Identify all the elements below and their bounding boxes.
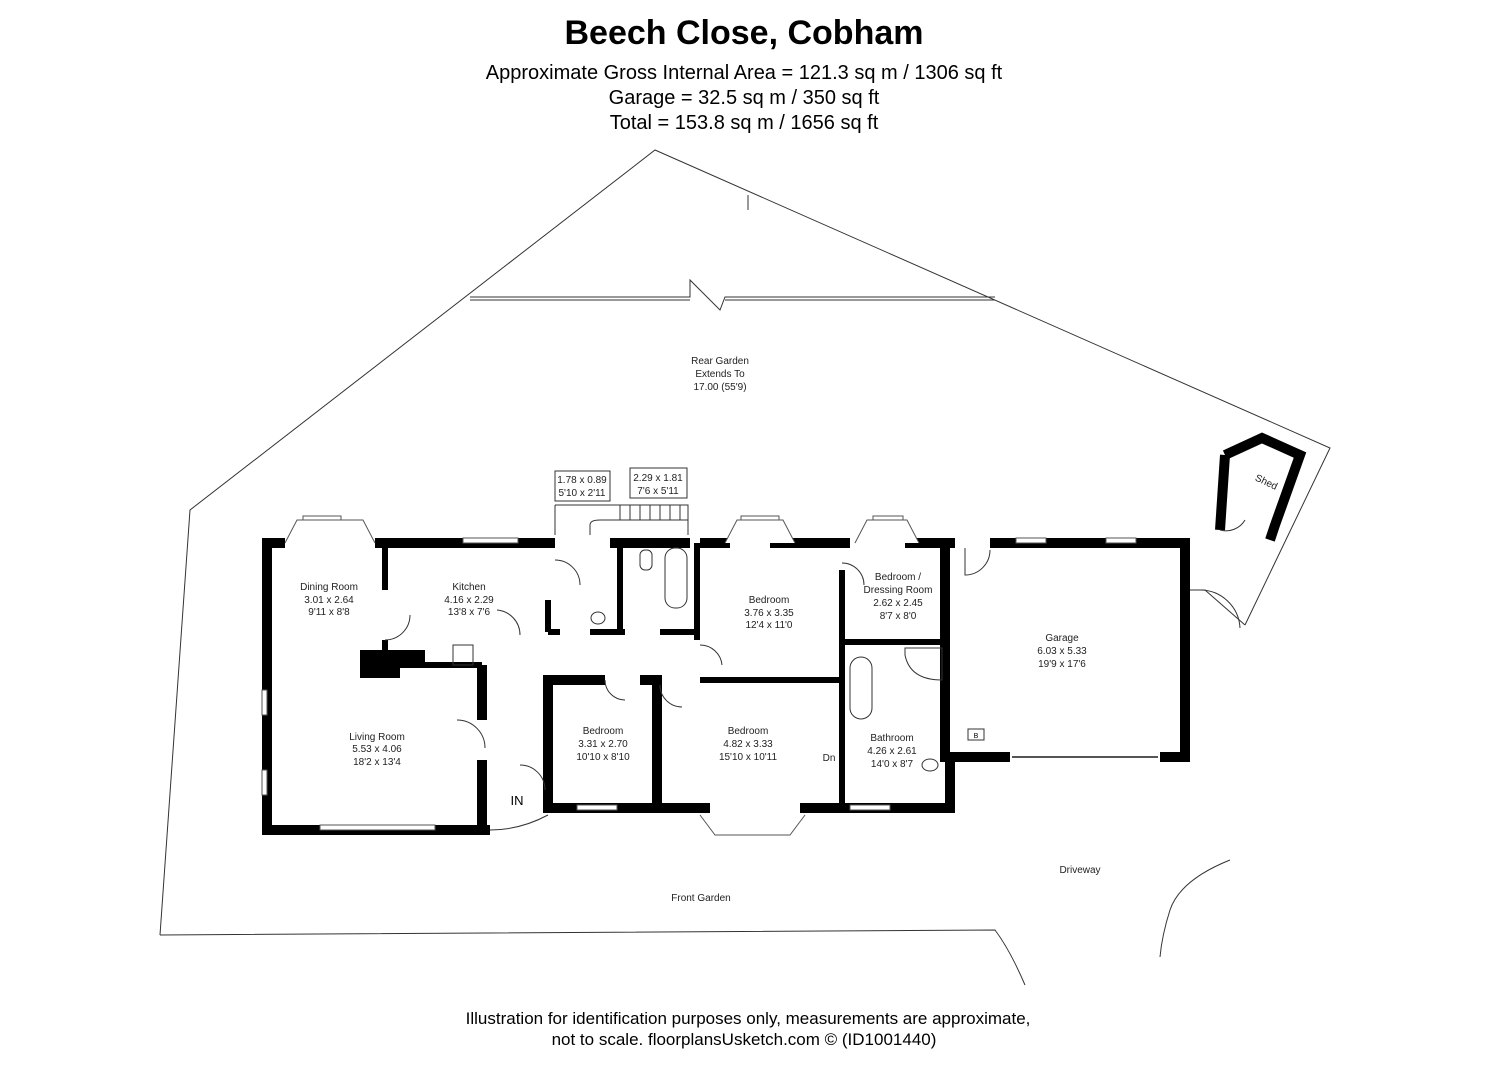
gross-area-text: Approximate Gross Internal Area = 121.3 …	[486, 62, 1003, 84]
rear-garden-line: 17.00 (55'9)	[693, 382, 746, 393]
stairs-down-label: Dn	[823, 753, 836, 764]
room-metric: 4.82 x 3.33	[723, 739, 773, 750]
room-bedroom-3: Bedroom 4.82 x 3.33 15'10 x 10'11	[719, 726, 778, 763]
front-garden-label: Front Garden	[671, 893, 730, 904]
room-imperial: 9'11 x 8'8	[308, 607, 350, 618]
rear-garden-line: Rear Garden	[691, 356, 749, 367]
doors	[384, 504, 1246, 831]
room-metric: 5.53 x 4.06	[352, 744, 402, 755]
room-name: Living Room	[349, 732, 405, 743]
room-metric: 4.16 x 2.29	[444, 595, 494, 606]
room-name-2: Dressing Room	[864, 585, 933, 596]
room-bedroom-2: Bedroom 3.31 x 2.70 10'10 x 8'10	[576, 726, 630, 763]
room-name: Dining Room	[300, 582, 358, 593]
boiler-label: B	[974, 733, 979, 740]
room-imperial: 15'10 x 10'11	[719, 752, 778, 763]
callout-imperial: 5'10 x 2'11	[558, 488, 605, 499]
room-name: Kitchen	[452, 582, 485, 593]
room-imperial: 18'2 x 13'4	[353, 757, 401, 768]
callout-2: 2.29 x 1.81 7'6 x 5'11	[629, 467, 688, 499]
room-imperial: 13'8 x 7'6	[448, 607, 491, 618]
room-metric: 6.03 x 5.33	[1037, 646, 1087, 657]
room-bedroom-1: Bedroom 3.76 x 3.35 12'4 x 11'0	[744, 595, 794, 631]
page-title: Beech Close, Cobham	[565, 14, 924, 52]
disclaimer-line-1: Illustration for identification purposes…	[466, 1009, 1031, 1028]
room-dressing: Bedroom / Dressing Room 2.62 x 2.45 8'7 …	[864, 572, 933, 622]
callout-metric: 2.29 x 1.81	[633, 473, 683, 484]
room-garage: Garage 6.03 x 5.33 19'9 x 17'6	[1037, 633, 1087, 670]
room-metric: 3.31 x 2.70	[578, 739, 628, 750]
rear-garden-label: Rear Garden Extends To 17.00 (55'9)	[691, 356, 749, 393]
room-metric: 3.76 x 3.35	[744, 608, 794, 619]
room-living: Living Room 5.53 x 4.06 18'2 x 13'4	[349, 732, 405, 768]
callout-imperial: 7'6 x 5'11	[637, 486, 679, 497]
room-name: Bedroom /	[875, 572, 921, 583]
room-imperial: 8'7 x 8'0	[880, 611, 917, 622]
callout-1: 1.78 x 0.89 5'10 x 2'11	[554, 470, 611, 502]
room-metric: 4.26 x 2.61	[867, 746, 917, 757]
callout-metric: 1.78 x 0.89	[557, 475, 607, 486]
room-imperial: 10'10 x 8'10	[576, 752, 630, 763]
room-metric: 2.62 x 2.45	[873, 598, 923, 609]
plot-boundary	[159, 149, 1331, 986]
room-kitchen: Kitchen 4.16 x 2.29 13'8 x 7'6	[444, 582, 494, 618]
room-imperial: 19'9 x 17'6	[1038, 659, 1086, 670]
rear-garden-line: Extends To	[695, 369, 745, 380]
garage-area-text: Garage = 32.5 sq m / 350 sq ft	[609, 87, 880, 109]
room-name: Bedroom	[583, 726, 624, 737]
stairs	[554, 504, 689, 535]
shed-label: Shed	[1253, 473, 1279, 493]
walls	[262, 432, 1307, 835]
room-bathroom: Bathroom 4.26 x 2.61 14'0 x 8'7	[867, 733, 917, 770]
disclaimer-line-2: not to scale. floorplansUsketch.com © (I…	[552, 1030, 937, 1049]
entrance-label: IN	[511, 793, 524, 808]
room-dining: Dining Room 3.01 x 2.64 9'11 x 8'8	[300, 582, 358, 618]
windows	[261, 515, 1158, 836]
total-area-text: Total = 153.8 sq m / 1656 sq ft	[610, 112, 879, 134]
room-metric: 3.01 x 2.64	[304, 595, 354, 606]
room-name: Bedroom	[749, 595, 790, 606]
room-name: Bedroom	[728, 726, 769, 737]
room-imperial: 12'4 x 11'0	[745, 620, 792, 631]
room-imperial: 14'0 x 8'7	[871, 759, 914, 770]
room-name: Bathroom	[870, 733, 913, 744]
room-name: Garage	[1045, 633, 1079, 644]
driveway-label: Driveway	[1059, 865, 1100, 876]
